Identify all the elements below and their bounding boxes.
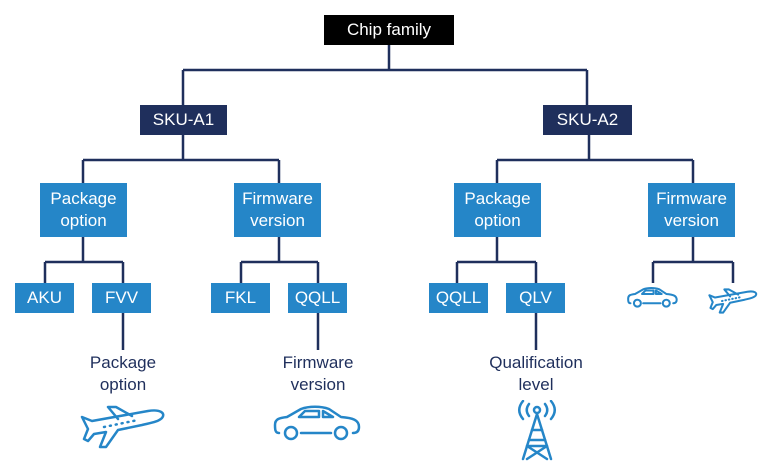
category-node-firmware-version-a1[interactable]: Firmware version — [234, 183, 321, 237]
caption-line2: option — [99, 375, 147, 394]
category-label-line2: option — [474, 211, 521, 230]
airplane-icon — [708, 288, 758, 314]
leaf-node-fkl[interactable]: FKL — [211, 283, 270, 313]
category-label-line1: Package — [50, 189, 117, 208]
connector-package-a2 — [455, 237, 538, 283]
sku-node-a1[interactable]: SKU-A1 — [140, 105, 227, 135]
sku-node-a2[interactable]: SKU-A2 — [543, 105, 632, 135]
caption-firmware-version: Firmware version — [248, 352, 388, 396]
leaf-label: QQLL — [294, 288, 341, 307]
leaf-label: FKL — [224, 288, 257, 307]
caption-line1: Firmware — [282, 353, 354, 372]
connector-firmware-a2 — [651, 237, 735, 283]
connector-sku-a1 — [81, 135, 281, 183]
root-node-chip-family[interactable]: Chip family — [324, 15, 454, 45]
leaf-node-qlv[interactable]: QLV — [506, 283, 565, 313]
caption-line2: level — [518, 375, 554, 394]
connector-root — [181, 45, 589, 105]
category-label-line1: Firmware — [656, 189, 727, 208]
leaf-label: QQLL — [435, 288, 482, 307]
category-node-firmware-version-a2[interactable]: Firmware version — [648, 183, 735, 237]
caption-line1: Qualification — [489, 353, 583, 372]
sku-label: SKU-A1 — [152, 110, 215, 129]
root-label: Chip family — [346, 20, 432, 39]
caption-line2: version — [290, 375, 346, 394]
category-node-package-option-a1[interactable]: Package option — [40, 183, 127, 237]
leaf-node-qqll-a2[interactable]: QQLL — [429, 283, 488, 313]
connector-firmware-a1 — [239, 237, 320, 283]
caption-qualification-level: Qualification level — [466, 352, 606, 396]
connector-package-a1 — [43, 237, 125, 283]
category-label-line1: Firmware — [242, 189, 313, 208]
leaf-label: FVV — [104, 288, 139, 307]
leaf-label: QLV — [519, 288, 552, 307]
leaf-node-aku[interactable]: AKU — [15, 283, 74, 313]
category-label-line2: version — [250, 211, 305, 230]
leaf-node-fvv[interactable]: FVV — [92, 283, 151, 313]
category-node-package-option-a2[interactable]: Package option — [454, 183, 541, 237]
car-icon — [273, 405, 361, 441]
caption-line1: Package — [89, 353, 157, 372]
category-label-line2: option — [60, 211, 107, 230]
car-icon — [627, 287, 678, 308]
sku-label: SKU-A2 — [556, 110, 619, 129]
airplane-icon — [80, 405, 165, 449]
connector-sku-a2 — [495, 135, 695, 183]
category-label-line1: Package — [464, 189, 531, 208]
leaf-node-qqll-a1[interactable]: QQLL — [288, 283, 347, 313]
radio-tower-icon — [518, 400, 556, 461]
category-label-line2: version — [664, 211, 719, 230]
leaf-label: AKU — [27, 288, 62, 307]
caption-package-option: Package option — [53, 352, 193, 396]
